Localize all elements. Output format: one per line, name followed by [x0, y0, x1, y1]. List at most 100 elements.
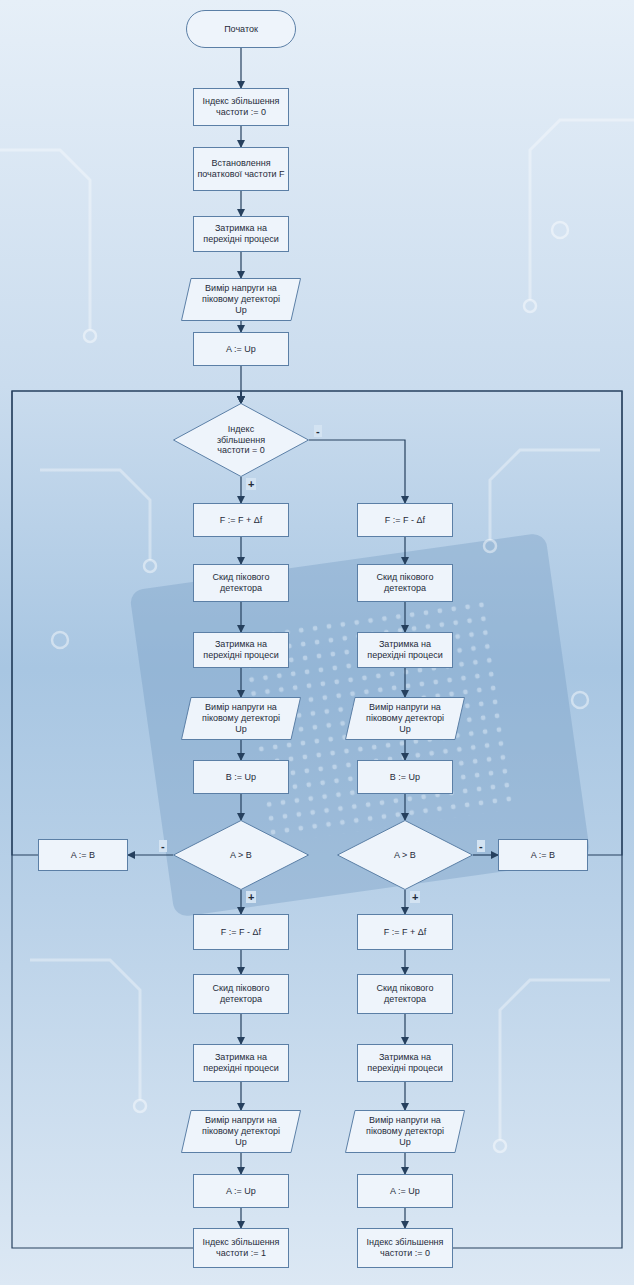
- connector: [404, 740, 405, 760]
- process-box: B := Up: [357, 760, 453, 794]
- node-text: F := F + Δf: [361, 927, 449, 938]
- process-box: F := F - Δf: [357, 503, 453, 537]
- process-box: F := F - Δf: [193, 914, 289, 950]
- connector: [240, 191, 241, 216]
- io-parallelogram: Вимір напруги на піковому детекторі Up: [345, 697, 465, 740]
- process-box: Затримка на перехідні процеси: [357, 1044, 453, 1082]
- branch-label: +: [410, 891, 420, 903]
- decision-diamond-shape: [338, 821, 473, 890]
- node-text: Скид пікового детектора: [197, 983, 285, 1005]
- branch-label: -: [159, 840, 167, 852]
- trace: [0, 150, 90, 330]
- node-text: Індекс збільшення частоти := 1: [197, 1237, 285, 1259]
- connector: [240, 477, 241, 503]
- via: [52, 632, 68, 648]
- connector: [404, 602, 405, 632]
- process-box: Скид пікового детектора: [357, 564, 453, 602]
- decision-diamond: A > B: [337, 820, 473, 890]
- decision-diamond: A > B: [173, 820, 309, 890]
- node-text: F := F - Δf: [361, 515, 449, 526]
- node-text: Скид пікового детектора: [197, 572, 285, 594]
- node-text: Початок: [196, 24, 286, 35]
- connector: [404, 668, 405, 697]
- via: [572, 692, 588, 708]
- decision-diamond-shape: [174, 404, 309, 477]
- process-box: A := B: [38, 839, 128, 871]
- io-parallelogram-shape: [182, 698, 301, 740]
- node-text: Затримка на перехідні процеси: [197, 1052, 285, 1074]
- io-parallelogram-shape: [346, 1111, 465, 1153]
- process-box: Затримка на перехідні процеси: [357, 632, 453, 668]
- process-box: Затримка на перехідні процеси: [193, 632, 289, 668]
- node-text: F := F - Δf: [197, 927, 285, 938]
- node-text: B := Up: [197, 772, 285, 783]
- terminator: Початок: [186, 10, 296, 48]
- node-text: A > B: [369, 850, 442, 861]
- via: [494, 1140, 506, 1152]
- trace: [30, 960, 140, 1100]
- via: [134, 1100, 146, 1112]
- connector: [240, 321, 241, 332]
- connector: [404, 890, 405, 914]
- via: [552, 222, 568, 238]
- chip-body: [129, 532, 591, 917]
- node-text: A := Up: [361, 1186, 449, 1197]
- node-text: Індекс збільшення частоти := 0: [197, 96, 285, 118]
- process-box: A := B: [498, 839, 588, 871]
- connector: [241, 391, 622, 855]
- via: [144, 560, 156, 572]
- process-box: Затримка на перехідні процеси: [193, 216, 289, 252]
- connector: [240, 126, 241, 147]
- node-text: A := Up: [197, 1186, 285, 1197]
- connector: [404, 1014, 405, 1044]
- circuit-traces: [0, 120, 634, 1140]
- connector: [128, 854, 173, 855]
- connector: [404, 794, 405, 820]
- connector: [240, 48, 241, 88]
- trace: [500, 980, 610, 1140]
- node-text: Вимір напруги на піковому детекторі Up: [196, 283, 286, 315]
- node-text: A := B: [42, 850, 124, 861]
- connector: [240, 1153, 241, 1174]
- connector: [240, 950, 241, 974]
- connector: [473, 854, 498, 855]
- io-parallelogram: Вимір напруги на піковому детекторі Up: [181, 278, 301, 321]
- node-text: A > B: [205, 850, 278, 861]
- branch-label: -: [314, 425, 322, 437]
- via: [84, 330, 96, 342]
- process-box: Скид пікового детектора: [193, 974, 289, 1014]
- terminator-shape: [187, 11, 296, 48]
- node-text: Встановлення початкової частоти F: [197, 158, 285, 180]
- branch-label: +: [246, 478, 256, 490]
- io-parallelogram: Вимір напруги на піковому детекторі Up: [181, 1110, 301, 1153]
- node-text: B := Up: [361, 772, 449, 783]
- connector: [240, 1014, 241, 1044]
- process-box: Встановлення початкової частоти F: [193, 147, 289, 191]
- decision-diamond-shape: [174, 821, 309, 890]
- connector: [309, 440, 405, 503]
- node-text: Вимір напруги на піковому детекторі Up: [360, 1115, 450, 1147]
- process-box: A := Up: [357, 1174, 453, 1208]
- process-box: B := Up: [193, 760, 289, 794]
- process-box: Скид пікового детектора: [357, 974, 453, 1014]
- process-box: Індекс збільшення частоти := 1: [193, 1228, 289, 1268]
- connector: [240, 740, 241, 760]
- node-text: Затримка на перехідні процеси: [197, 639, 285, 661]
- node-text: Вимір напруги на піковому детекторі Up: [360, 702, 450, 734]
- connector: [240, 537, 241, 564]
- node-text: A := B: [502, 850, 584, 861]
- io-parallelogram: Вимір напруги на піковому детекторі Up: [345, 1110, 465, 1153]
- connector: [240, 890, 241, 914]
- node-text: Затримка на перехідні процеси: [361, 639, 449, 661]
- decision-diamond: Індекс збільшення частоти = 0: [173, 403, 309, 477]
- connector: [240, 602, 241, 632]
- process-box: Індекс збільшення частоти := 0: [193, 88, 289, 126]
- process-box: A := Up: [193, 1174, 289, 1208]
- io-parallelogram: Вимір напруги на піковому детекторі Up: [181, 697, 301, 740]
- via: [524, 300, 536, 312]
- connector: [404, 1082, 405, 1110]
- via: [484, 540, 496, 552]
